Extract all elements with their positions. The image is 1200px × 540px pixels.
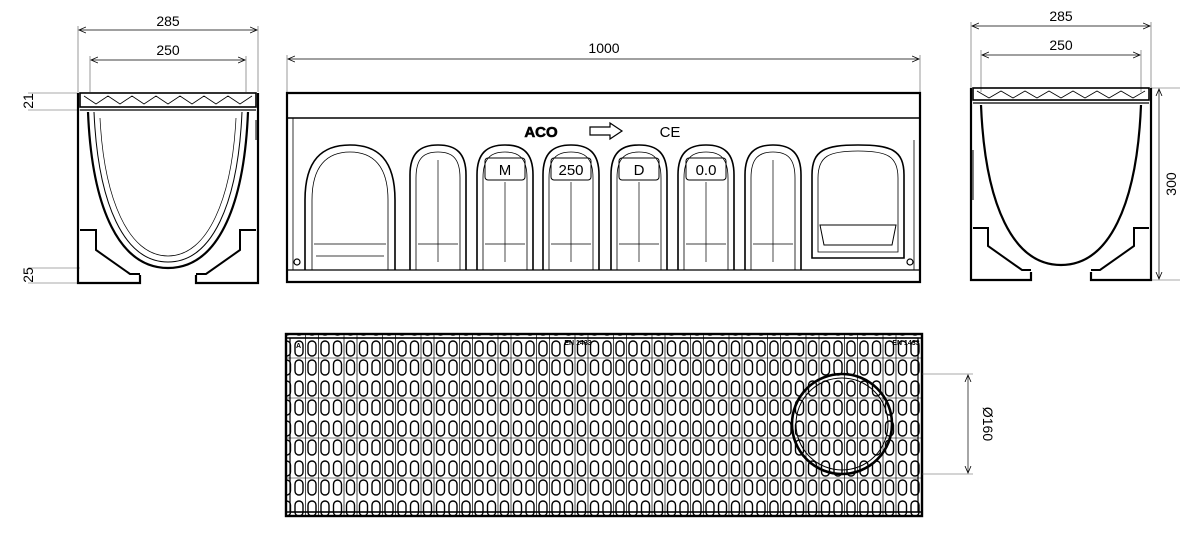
dim-outer-width-label: 285 <box>156 13 180 29</box>
dim-inner-width-label: 250 <box>1049 37 1073 53</box>
slope-badge: 0.0 <box>696 162 717 179</box>
aco-logo-text: ACO <box>524 124 558 141</box>
left-end-view: 285 250 21 25 <box>20 13 260 285</box>
outlet-circle <box>790 372 894 476</box>
front-view: 1000 ACO CE <box>285 40 922 284</box>
bolt-hole-icon <box>293 258 301 266</box>
plan-view-grate: A EN 1433 EN 1433 <box>284 332 924 518</box>
dim-outlet-label: Ø160 <box>980 407 996 441</box>
right-end-view: 285 250 300 <box>969 8 1180 282</box>
grate-outline <box>284 332 924 518</box>
channel-cross-section <box>969 87 1153 282</box>
dim-top-height-label: 21 <box>20 93 36 109</box>
grate-corner-letter: A <box>296 343 301 350</box>
bolt-hole-icon <box>906 258 914 266</box>
channel-side-outline <box>285 91 922 284</box>
dim-outer-width-label: 285 <box>1049 8 1073 24</box>
flow-direction-arrow-icon <box>589 121 624 141</box>
grate-slot-pattern <box>286 334 922 516</box>
dim-inner-width-label: 250 <box>156 42 180 58</box>
ce-mark: CE <box>660 124 681 141</box>
dim-base-height-label: 25 <box>20 267 36 283</box>
dim-height-label: 300 <box>1163 172 1179 196</box>
channel-cross-section <box>76 92 260 285</box>
norm-label: EN 1433 <box>892 340 919 347</box>
class-badge: D <box>634 162 645 179</box>
arch-ribs <box>304 144 905 270</box>
outlet-dimension: Ø160 <box>922 373 996 475</box>
dim-length-label: 1000 <box>588 40 619 56</box>
norm-label: EN 1433 <box>564 340 591 347</box>
width-badge: 250 <box>558 162 583 179</box>
load-class-badge: M <box>499 162 512 179</box>
